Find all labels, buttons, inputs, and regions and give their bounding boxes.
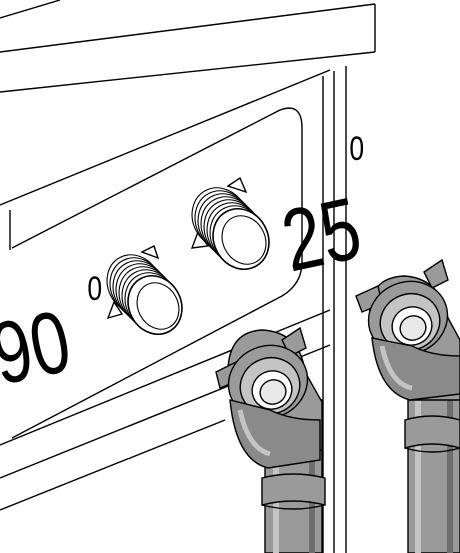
- label-25-degrees: 25 0: [274, 130, 369, 291]
- hose-hot: [215, 326, 326, 553]
- label-90-degrees: 90 0: [0, 270, 102, 404]
- threaded-inlet-icon: [106, 245, 183, 335]
- connection-plate: [11, 107, 303, 439]
- temperature-label-25: 25: [274, 179, 369, 291]
- panel-upper-edge: [0, 69, 331, 206]
- wing-nut-icon: [355, 258, 449, 356]
- wing-nut-icon: [215, 326, 309, 420]
- temperature-label-90: 90: [0, 292, 79, 404]
- degree-mark-90: 0: [87, 270, 102, 308]
- hose-cold: [355, 258, 460, 553]
- threaded-inlet-icon: [190, 176, 270, 270]
- hose-cold-ferrule: [404, 415, 460, 449]
- degree-mark-25: 0: [349, 130, 364, 168]
- inlet-left-threads: [106, 254, 183, 335]
- hose-hot-ferrule: [261, 473, 326, 506]
- inlet-right-threads: [191, 187, 270, 270]
- panel-top-rail: [0, 0, 376, 93]
- panel-lower-edge-3: [0, 419, 226, 511]
